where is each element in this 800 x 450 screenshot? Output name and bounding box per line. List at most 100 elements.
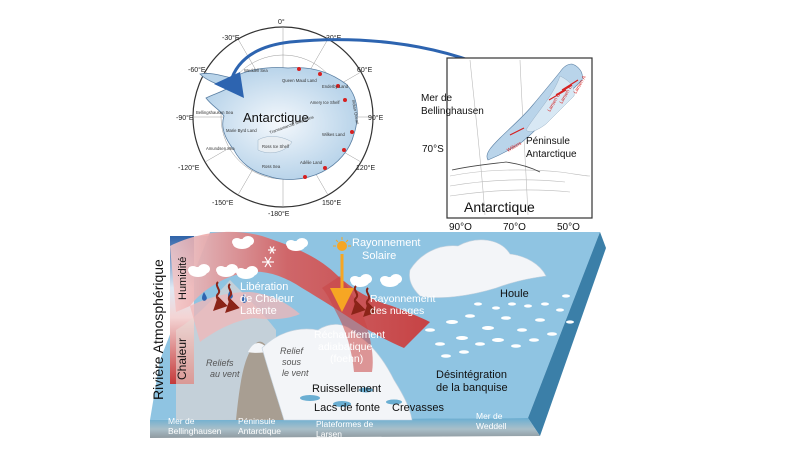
heat-arrows [213, 281, 378, 317]
solar-label: Rayonnement [352, 237, 421, 249]
peninsula-label: Péninsule [238, 416, 276, 426]
region-label: Ross Sea [262, 164, 281, 169]
latent-heat-label: de Chaleur [240, 293, 294, 305]
windward-label: au vent [210, 369, 240, 379]
bellingshausen-label: Bellinghausen [168, 426, 222, 436]
foehn-label: adiabatique [318, 341, 372, 353]
leeward-label: sous [282, 357, 302, 367]
deg-label: 60°E [357, 66, 373, 74]
runoff-label: Ruissellement [312, 383, 381, 395]
inset-map: Larsen C Larsen B Larsen A Wilkins Mer d… [421, 57, 593, 233]
zoom-arrow-head-wedge [214, 72, 244, 98]
region-label: Indian Ocean [351, 99, 360, 125]
region-label: Adélie Land [300, 160, 323, 165]
cloud-icon [188, 264, 210, 277]
region-label: Marie Byrd Land [226, 128, 257, 133]
humidity-label: Humidité [177, 257, 189, 300]
mainland-coast [451, 161, 541, 173]
deg-label: -150°E [212, 199, 234, 207]
cloud-radiation-label: Rayonnement [370, 293, 435, 305]
inset-sea-label: Mer de [421, 93, 453, 104]
latent-heat-label: Libération [240, 281, 288, 293]
swell-label: Houle [500, 288, 529, 300]
cloud-icon [232, 236, 254, 249]
larsen-label: Plateformes de [316, 419, 373, 429]
ross-ice-shelf-shape [257, 136, 293, 153]
region-label: Weddell Sea [244, 68, 268, 73]
foehn-label: (foehn) [330, 353, 363, 365]
snowflake-icon [262, 256, 274, 268]
peninsula-label: Antarctique [238, 426, 281, 436]
leeward-label: Relief [280, 346, 305, 356]
weddell-label: Mer de [476, 411, 503, 421]
region-label: Bellingshausen Sea [196, 110, 234, 115]
sun-rays [333, 237, 351, 247]
snowflake-icons [262, 246, 276, 268]
deg-label: -60°E [188, 66, 206, 74]
station-dots [297, 67, 354, 179]
deg-label: -120°E [178, 164, 200, 172]
region-label: Amundsen Sea [206, 146, 235, 151]
melt-lakes [300, 387, 402, 407]
atmospheric-river-band [170, 231, 430, 348]
rain-drop-icon [242, 294, 247, 303]
cloud-icon [286, 238, 308, 251]
block-front-face [150, 418, 540, 438]
inset-continent-label: Antarctique [464, 199, 535, 215]
deg-label: -180°E [268, 210, 290, 218]
inset-lon-label: 90°O [449, 222, 472, 233]
foehn-label: Réchauffement [314, 329, 385, 341]
cloud-icon [380, 274, 402, 287]
iceberg-shape [409, 239, 547, 298]
latent-heat-arrow [213, 281, 228, 311]
cloud-radiation-arrow [363, 287, 378, 317]
inset-sea-label: Bellinghausen [421, 106, 484, 117]
inset-lon-label: 50°O [557, 222, 580, 233]
cloud-icon [236, 266, 258, 279]
block-right-face [528, 232, 606, 436]
disintegration-label: Désintégration [436, 369, 507, 381]
rain-drop-icon [202, 292, 207, 301]
latent-heat-label: Latente [240, 305, 277, 317]
heat-label: Chaleur [175, 338, 189, 380]
weddell-label: Weddell [476, 421, 507, 431]
inset-lon-label: 70°O [503, 222, 526, 233]
polar-map: 0° 30°E -30°E 60°E -60°E 90°E -90°E 120°… [176, 18, 384, 218]
region-label: Wilkes Land [322, 132, 345, 137]
polar-continent-label: Antarctique [243, 110, 309, 125]
latent-heat-arrow [225, 283, 240, 313]
region-label: Enderby Land [322, 84, 349, 89]
crevasses-label: Crevasses [392, 402, 444, 414]
deg-label: 30°E [326, 34, 342, 42]
larsen-label: Larsen [316, 429, 342, 439]
shelf-markers [509, 79, 579, 136]
snowflake-icon [268, 246, 276, 254]
deg-label: -90°E [176, 114, 194, 122]
inset-lat-label: 70°S [422, 144, 444, 155]
disintegration-label: de la banquise [436, 382, 508, 394]
inset-peninsula-label: Péninsule [526, 136, 570, 147]
region-label: Amery Ice Shelf [310, 100, 340, 105]
cloud-radiation-label: des nuages [370, 305, 424, 317]
sea-ice-floes [425, 294, 574, 358]
block-diagram: Rivière Atmosphérique Humidité Chaleur R… [150, 231, 606, 439]
peninsula-mountain-shape [236, 341, 288, 420]
inset-peninsula-label: Antarctique [526, 149, 577, 160]
region-label: Ross Ice Shelf [262, 144, 290, 149]
melt-lakes-label: Lacs de fonte [314, 402, 380, 414]
deg-label: 120°E [356, 164, 375, 172]
deg-label: 90°E [368, 114, 384, 122]
ice-shelf-shape [261, 324, 413, 421]
windward-label: Reliefs [206, 358, 234, 368]
cloud-radiation-arrow [351, 285, 366, 315]
deg-label: 150°E [322, 199, 341, 207]
leeward-label: le vent [282, 368, 309, 378]
region-label: Queen Maud Land [282, 78, 317, 83]
sun-icon [337, 241, 347, 251]
deg-label: 0° [278, 18, 285, 26]
cloud-icon [216, 264, 238, 277]
clouds [188, 236, 402, 287]
bellingshausen-label: Mer de [168, 416, 195, 426]
cloud-icon [350, 274, 372, 287]
